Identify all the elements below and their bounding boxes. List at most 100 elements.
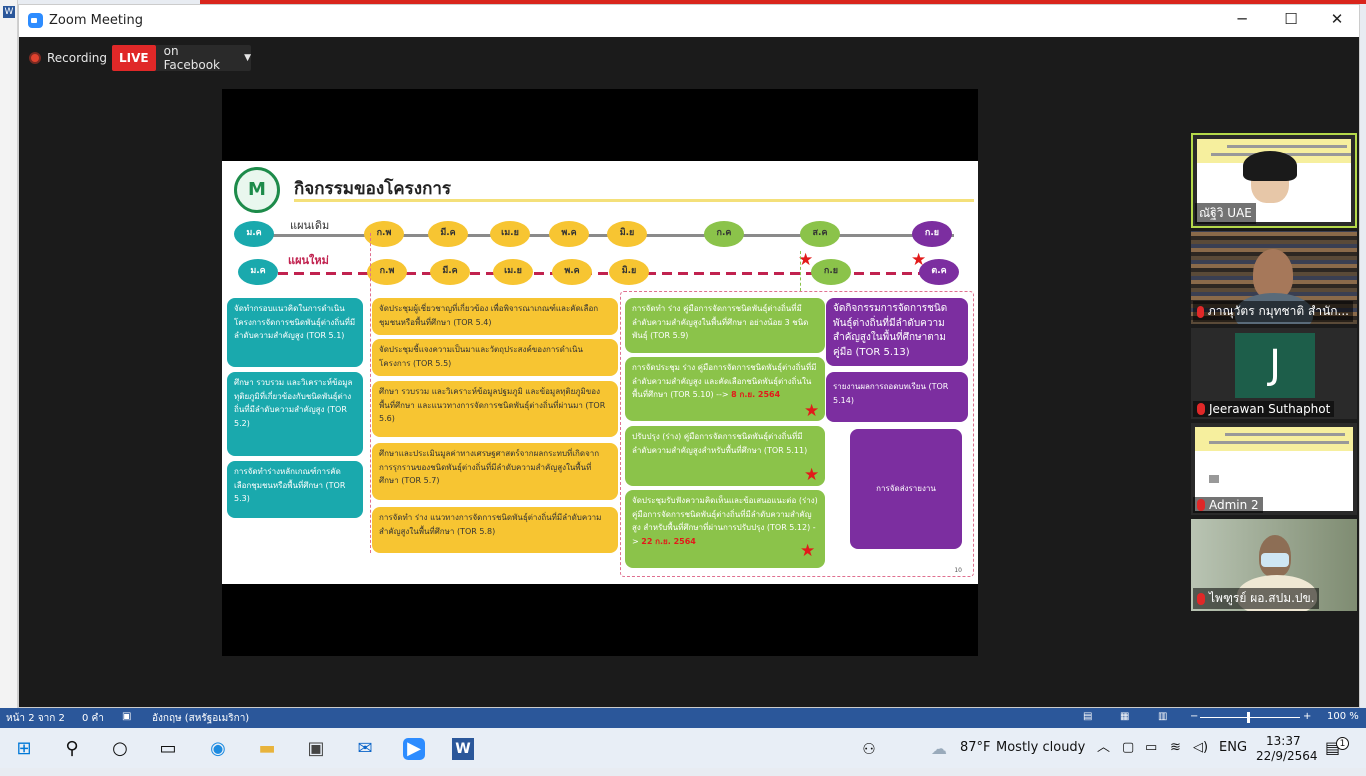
chevron-up-icon[interactable]: ︿ [1097, 740, 1111, 755]
old-month-marker: มี.ค [428, 221, 468, 247]
title-underline [294, 199, 974, 202]
minimize-button[interactable]: ─ [1237, 10, 1247, 28]
muted-mic-icon [1197, 403, 1205, 415]
chevron-down-icon[interactable]: ▼ [244, 53, 251, 63]
participant-avatar: J [1235, 333, 1315, 398]
windows-start-icon[interactable]: ⊞ [16, 738, 32, 759]
edge-browser-icon[interactable]: ◉ [210, 738, 226, 759]
participant-label: Admin 2 [1209, 498, 1259, 512]
old-plan-label: แผนเดิม [290, 219, 330, 232]
slide-title: กิจกรรมของโครงการ [294, 179, 452, 199]
input-language[interactable]: ENG [1219, 740, 1248, 755]
window-title: Zoom Meeting [49, 13, 144, 28]
weather-icon[interactable]: ☁ [931, 739, 947, 758]
purple-activity-box: รายงานผลการถอดบทเรียน (TOR 5.14) [826, 372, 968, 422]
participant-hair [1243, 151, 1297, 181]
task-view-icon[interactable]: ▭ [159, 738, 177, 759]
people-icon[interactable]: ⚇ [862, 740, 876, 758]
windows-taskbar: ⊞ ⚲ ○ ▭ ◉ ▬ ▣ ✉ ▶ W ⚇ ☁ 87°F Mostly clou… [0, 728, 1366, 768]
notification-count: 1 [1336, 737, 1349, 750]
mail-icon[interactable]: ✉ [357, 738, 373, 759]
search-icon[interactable]: ⚲ [65, 738, 79, 759]
participant-label: ไพฑูรย์ ผอ.สปม.ปข. [1209, 591, 1315, 605]
zoom-slider-thumb[interactable] [1247, 712, 1250, 723]
green-box-date: 8 ก.ย. 2564 [731, 390, 781, 400]
screen-share-area: M กิจกรรมของโครงการ แผนเดิม แผนใหม่ ม.คก… [222, 89, 978, 656]
participant-name: Jeerawan Suthaphot [1193, 401, 1335, 417]
web-layout-icon[interactable]: ▥ [1158, 711, 1168, 722]
old-month-marker: พ.ค [549, 221, 589, 247]
star-icon: ★ [798, 250, 814, 270]
participant-name: ณัฐิวิ UAE [1195, 203, 1256, 224]
participant-name: ภาณุวัตร กมุทชาติ สำนัก... [1193, 301, 1353, 322]
divider-line [800, 251, 801, 291]
volume-icon[interactable]: ◁) [1193, 740, 1209, 755]
zoom-out-button[interactable]: − [1190, 711, 1199, 722]
proofing-icon[interactable]: ▣ [122, 711, 132, 722]
muted-mic-icon [1197, 499, 1205, 511]
old-month-marker: ก.ค [704, 221, 744, 247]
new-plan-label: แผนใหม่ [288, 254, 329, 267]
purple-activity-box: จัดกิจกรรมการจัดการชนิดพันธุ์ต่างถิ่นที่… [826, 298, 968, 366]
green-box-text: การจัดทำ ร่าง คู่มือการจัดการชนิดพันธุ์ต… [632, 304, 809, 341]
old-month-marker: ส.ค [800, 221, 840, 247]
live-stream-control[interactable]: LIVE on Facebook ▼ [112, 44, 251, 72]
recording-label: Recording [47, 51, 108, 65]
word-count[interactable]: 0 คำ [82, 713, 104, 724]
participant-tile[interactable]: Admin 2 [1191, 423, 1357, 515]
muted-mic-icon [1197, 592, 1205, 605]
yellow-activity-box: จัดประชุมผู้เชี่ยวชาญที่เกี่ยวข้อง เพื่อ… [372, 298, 618, 335]
yellow-activity-box: ศึกษา รวบรวม และวิเคราะห์ข้อมูลปฐมภูมิ แ… [372, 381, 618, 437]
clock-date[interactable]: 22/9/2564 [1256, 749, 1318, 763]
participant-tile[interactable]: ณัฐิวิ UAE [1191, 133, 1357, 228]
presentation-slide: M กิจกรรมของโครงการ แผนเดิม แผนใหม่ ม.คก… [222, 161, 978, 584]
participant-tile[interactable]: ภาณุวัตร กมุทชาติ สำนัก... [1191, 231, 1357, 324]
page-count[interactable]: หน้า 2 จาก 2 [6, 713, 65, 724]
new-month-marker: ต.ค [919, 259, 959, 285]
title-bar: Zoom Meeting ─ ☐ ✕ [19, 5, 1359, 37]
read-mode-icon[interactable]: ▤ [1083, 711, 1093, 722]
old-month-marker: ก.ย [912, 221, 952, 247]
wifi-icon[interactable]: ≋ [1170, 740, 1181, 755]
new-month-marker: ก.ย [811, 259, 851, 285]
participant-label: ภาณุวัตร กมุทชาติ สำนัก... [1207, 304, 1349, 318]
language-indicator[interactable]: อังกฤษ (สหรัฐอเมริกา) [152, 713, 250, 724]
participant-label: Jeerawan Suthaphot [1209, 402, 1331, 416]
zoom-slider[interactable] [1200, 717, 1300, 718]
battery-icon[interactable]: ▭ [1145, 740, 1158, 755]
purple-activity-box: การจัดส่งรายงาน [850, 429, 962, 549]
word-app-icon[interactable]: W [452, 738, 474, 760]
file-explorer-icon[interactable]: ▬ [258, 738, 276, 759]
green-activity-box: จัดประชุมรับฟังความคิดเห็นและข้อเสนอแนะต… [625, 490, 825, 568]
star-icon: ★ [804, 401, 820, 421]
zoom-app-icon[interactable]: ▶ [403, 738, 425, 760]
organization-logo: M [234, 167, 280, 213]
new-month-marker: ม.ค [238, 259, 278, 285]
zoom-in-button[interactable]: + [1303, 711, 1312, 722]
recording-indicator[interactable]: Recording [29, 45, 107, 71]
zoom-level[interactable]: 100 % [1327, 711, 1359, 722]
maximize-button[interactable]: ☐ [1284, 10, 1298, 28]
cortana-icon[interactable]: ○ [112, 738, 128, 759]
star-icon: ★ [911, 250, 927, 270]
word-left-panel: W [0, 0, 18, 708]
participant-tile[interactable]: ไพฑูรย์ ผอ.สปม.ปข. [1191, 519, 1357, 611]
activity-frame [620, 291, 974, 577]
meet-now-icon[interactable]: ▢ [1122, 740, 1135, 755]
print-layout-icon[interactable]: ▦ [1120, 711, 1130, 722]
green-activity-box: การจัดทำ ร่าง คู่มือการจัดการชนิดพันธุ์ต… [625, 298, 825, 353]
clock-time[interactable]: 13:37 [1266, 734, 1301, 748]
yellow-activity-box: การจัดทำ ร่าง แนวทางการจัดการชนิดพันธุ์ต… [372, 507, 618, 553]
old-month-marker: ม.ค [234, 221, 274, 247]
live-target: on Facebook [163, 44, 220, 72]
close-button[interactable]: ✕ [1330, 10, 1344, 28]
old-month-marker: เม.ย [490, 221, 530, 247]
green-box-text: การจัดประชุม ร่าง คู่มือการจัดการชนิดพัน… [632, 363, 817, 400]
participant-tile[interactable]: J Jeerawan Suthaphot [1191, 328, 1357, 419]
star-icon: ★ [804, 465, 820, 485]
yellow-activity-box: ศึกษาและประเมินมูลค่าทางเศรษฐศาสตร์จากผล… [372, 443, 618, 500]
weather-description[interactable]: Mostly cloudy [996, 740, 1086, 755]
background-red-bar [200, 0, 1366, 4]
weather-temperature[interactable]: 87°F [960, 740, 991, 755]
store-icon[interactable]: ▣ [307, 738, 325, 759]
